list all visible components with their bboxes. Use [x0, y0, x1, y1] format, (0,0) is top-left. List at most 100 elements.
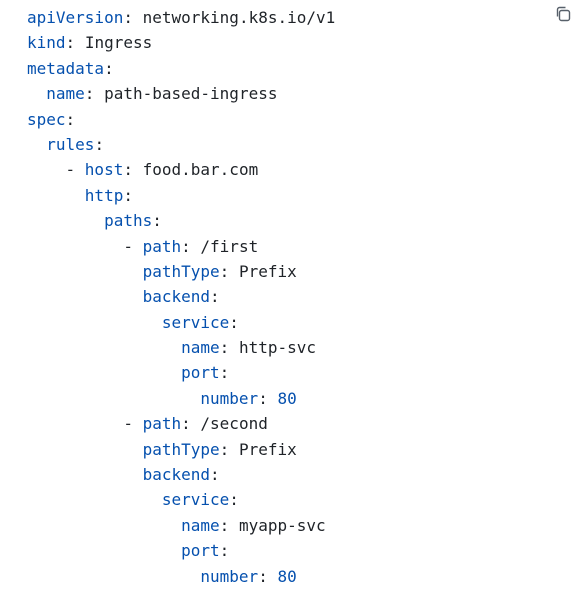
copy-button[interactable]	[547, 0, 579, 28]
yaml-key: port	[181, 541, 220, 561]
yaml-key: apiVersion	[27, 8, 124, 27]
yaml-value: myapp-svc	[238, 515, 326, 535]
line-indent	[27, 287, 143, 306]
code-line: rules:	[27, 132, 581, 157]
line-indent	[27, 567, 200, 586]
colon: :	[219, 363, 230, 383]
colon: :	[123, 160, 133, 180]
line-indent	[27, 414, 123, 433]
list-dash: -	[123, 236, 143, 256]
code-line: name: myapp-svc	[27, 513, 581, 538]
code-line: service:	[27, 487, 581, 512]
colon: :	[210, 287, 220, 307]
code-line: backend:	[27, 284, 581, 309]
code-line: - path: /first	[27, 234, 581, 259]
yaml-key: rules	[46, 134, 95, 154]
colon: :	[181, 414, 191, 434]
yaml-key: path	[142, 414, 182, 434]
code-line: spec:	[27, 107, 581, 132]
code-line: number: 80	[27, 386, 581, 411]
colon: :	[104, 58, 114, 78]
code-line: metadata:	[27, 56, 581, 81]
line-indent	[27, 389, 200, 408]
yaml-key: number	[200, 566, 259, 586]
colon: :	[229, 490, 239, 510]
colon: :	[210, 465, 220, 485]
yaml-value: /second	[200, 414, 268, 434]
code-line: paths:	[27, 208, 581, 233]
yaml-value: /first	[200, 236, 259, 256]
colon: :	[65, 33, 76, 53]
line-indent	[27, 490, 162, 509]
yaml-number: 80	[277, 388, 297, 408]
yaml-number: 80	[277, 566, 297, 586]
line-indent	[27, 440, 143, 459]
line-indent	[27, 186, 85, 205]
code-line: port:	[27, 538, 581, 563]
yaml-key: kind	[27, 33, 66, 53]
code-line: service:	[27, 310, 581, 335]
colon: :	[123, 8, 133, 27]
yaml-key: host	[84, 160, 124, 180]
colon: :	[94, 134, 105, 154]
yaml-key: pathType	[142, 439, 220, 459]
colon: :	[65, 109, 76, 129]
code-line: name: path-based-ingress	[27, 81, 581, 106]
line-indent	[27, 211, 104, 230]
code-line: - host: food.bar.com	[27, 157, 581, 182]
line-indent	[27, 262, 143, 281]
yaml-key: name	[181, 515, 220, 535]
line-indent	[27, 363, 181, 382]
colon: :	[123, 185, 133, 205]
colon: :	[219, 515, 230, 535]
yaml-key: backend	[142, 287, 211, 307]
yaml-key: name	[46, 84, 85, 104]
yaml-key: path	[142, 236, 182, 256]
code-line: kind: Ingress	[27, 30, 581, 55]
yaml-key: pathType	[142, 261, 220, 281]
yaml-value: networking.k8s.io/v1	[142, 8, 336, 27]
yaml-key: port	[181, 363, 220, 383]
list-dash: -	[123, 414, 143, 434]
copy-icon	[554, 5, 572, 23]
yaml-key: http	[84, 185, 124, 205]
line-indent	[27, 338, 181, 357]
code-line: backend:	[27, 462, 581, 487]
colon: :	[258, 566, 268, 586]
code-line: name: http-svc	[27, 335, 581, 360]
colon: :	[152, 211, 162, 231]
line-indent	[27, 135, 46, 154]
code-line: pathType: Prefix	[27, 259, 581, 284]
colon: :	[229, 312, 239, 332]
code-line: apiVersion: networking.k8s.io/v1	[27, 5, 581, 30]
yaml-key: name	[181, 338, 220, 358]
yaml-key: paths	[104, 211, 153, 231]
colon: :	[219, 261, 230, 281]
code-line: - path: /second	[27, 411, 581, 436]
line-indent	[27, 313, 162, 332]
yaml-value: food.bar.com	[142, 160, 259, 180]
code-line: http:	[27, 183, 581, 208]
yaml-value: Prefix	[238, 439, 297, 459]
yaml-value: http-svc	[238, 338, 316, 358]
line-indent	[27, 237, 123, 256]
yaml-key: backend	[142, 465, 211, 485]
code-line: number: 80	[27, 564, 581, 589]
colon: :	[219, 541, 230, 561]
colon: :	[258, 388, 268, 408]
yaml-key: service	[161, 312, 230, 332]
yaml-key: number	[200, 388, 259, 408]
yaml-value: Prefix	[238, 261, 297, 281]
line-indent	[27, 465, 143, 484]
yaml-key: metadata	[27, 58, 105, 78]
line-indent	[27, 84, 46, 103]
colon: :	[181, 236, 191, 256]
yaml-key: spec	[27, 109, 66, 129]
line-indent	[27, 541, 181, 560]
colon: :	[219, 338, 230, 358]
list-dash: -	[65, 160, 85, 180]
colon: :	[219, 439, 230, 459]
yaml-value: path-based-ingress	[104, 84, 278, 104]
